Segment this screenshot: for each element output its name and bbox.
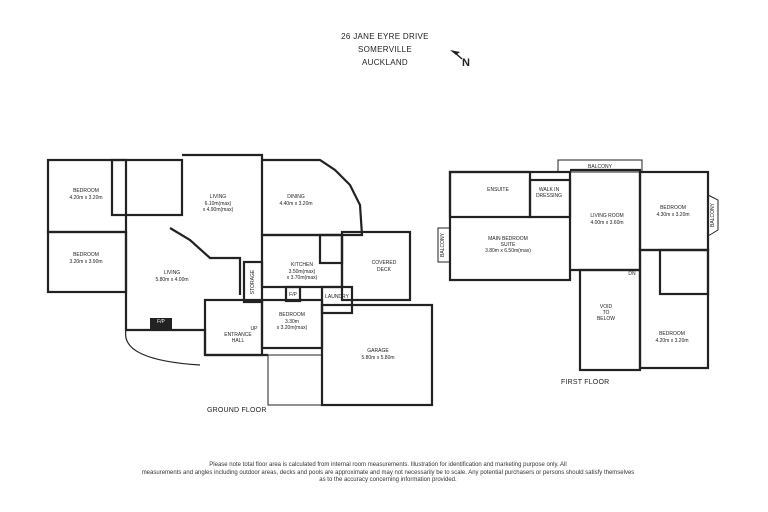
ff-walkin-name: WALK IN [539,187,560,193]
ff-balcony-right-name: BALCONY [710,202,716,227]
gf-storage-name: STORAGE [250,269,256,294]
gf-fp1-name: F/P [289,292,297,298]
gf-entrance-name2: HALL [232,338,245,344]
gf-bedroom3-size: 3.30m [285,319,299,325]
ff-bedroom4-size: 4.30m x 3.20m [656,212,689,218]
ff-master-name: MAIN BEDROOM [488,236,528,242]
ff-void-name: VOID [600,304,613,310]
gf-living-main-name: LIVING [164,270,181,276]
gf-up-label: UP [251,326,259,332]
gf-dining-name: DINING [287,194,305,200]
gf-garage-size: 5.80m x 5.80m [361,355,394,361]
ground-floor-label: GROUND FLOOR [207,407,267,414]
ff-void-name2: TO [603,310,610,316]
gf-bedroom2-name: BEDROOM [73,252,99,258]
gf-entrance-name: ENTRANCE [224,332,252,338]
ff-living-room-size: 4.00m x 3.60m [590,220,623,226]
gf-bedroom1-size: 4.20m x 3.20m [69,195,102,201]
gf-living-main-size: 5.80m x 4.00m [155,277,188,283]
gf-kitchen-size: 3.50m(max) [289,269,316,275]
north-arrow-icon [450,50,463,60]
gf-bedroom1-name: BEDROOM [73,188,99,194]
disclaimer-line-2: measurements and angles including outdoo… [141,469,635,476]
ff-master-name2: SUITE [501,242,516,248]
ff-balcony-top-outline [557,159,643,173]
address-line-2: SOMERVILLE [358,45,412,54]
gf-bedroom2-size: 3.20m x 3.90m [69,259,102,265]
gf-living-top-name: LIVING [210,194,227,200]
gf-bedroom3-name: BEDROOM [279,312,305,318]
gf-kitchen-size2: x 3.70m(max) [287,275,318,281]
ff-balcony-left-name: BALCONY [440,232,446,257]
ff-master-size: 3.80m x 6.50m(max) [485,248,531,254]
address-line-3: AUCKLAND [362,58,408,67]
gf-living-top-size2: x 4.90m(max) [203,207,234,213]
gf-dining-size: 4.40m x 3.20m [279,201,312,207]
ff-balcony-left-outline [437,227,451,263]
gf-living-top-size: 6.10m(max) [205,201,232,207]
disclaimer-line-3: as to the accuracy concerning informatio… [319,477,457,483]
gf-covered-deck-name2: DECK [377,267,392,273]
address-line-1: 26 JANE EYRE DRIVE [341,32,429,41]
ff-balcony-top-name: BALCONY [588,164,613,170]
fireplace-icon [150,318,172,330]
gf-kitchen-name: KITCHEN [291,262,313,268]
gf-bedroom3-size2: x 3.20m(max) [277,325,308,331]
ff-ensuite-name: ENSUITE [487,187,509,193]
ff-living-room-name: LIVING ROOM [590,213,623,219]
first-floor-label: FIRST FLOOR [561,379,610,386]
ff-balcony-right-outline [707,194,719,237]
north-compass: N [448,48,478,77]
first-floor-walls [448,168,710,372]
ff-bedroom5-size: 4.20m x 3.20m [655,338,688,344]
disclaimer: Please note total floor area is calculat… [118,462,658,485]
north-label: N [462,57,470,69]
ff-bedroom4-name: BEDROOM [660,205,686,211]
gf-fp2-name: F/P [157,319,165,325]
ff-bedroom5-name: BEDROOM [659,331,685,337]
gf-laundry-name: LAUNDRY [325,294,349,300]
disclaimer-line-1: Please note total floor area is calculat… [209,462,567,468]
ground-floor-walls [46,153,434,407]
ff-walkin-name2: DRESSING [536,193,562,199]
gf-garage-name: GARAGE [367,348,389,354]
gf-covered-deck-name: COVERED [372,260,397,266]
ff-void-name3: BELOW [597,316,615,322]
ff-dn-label: DN [628,271,636,277]
